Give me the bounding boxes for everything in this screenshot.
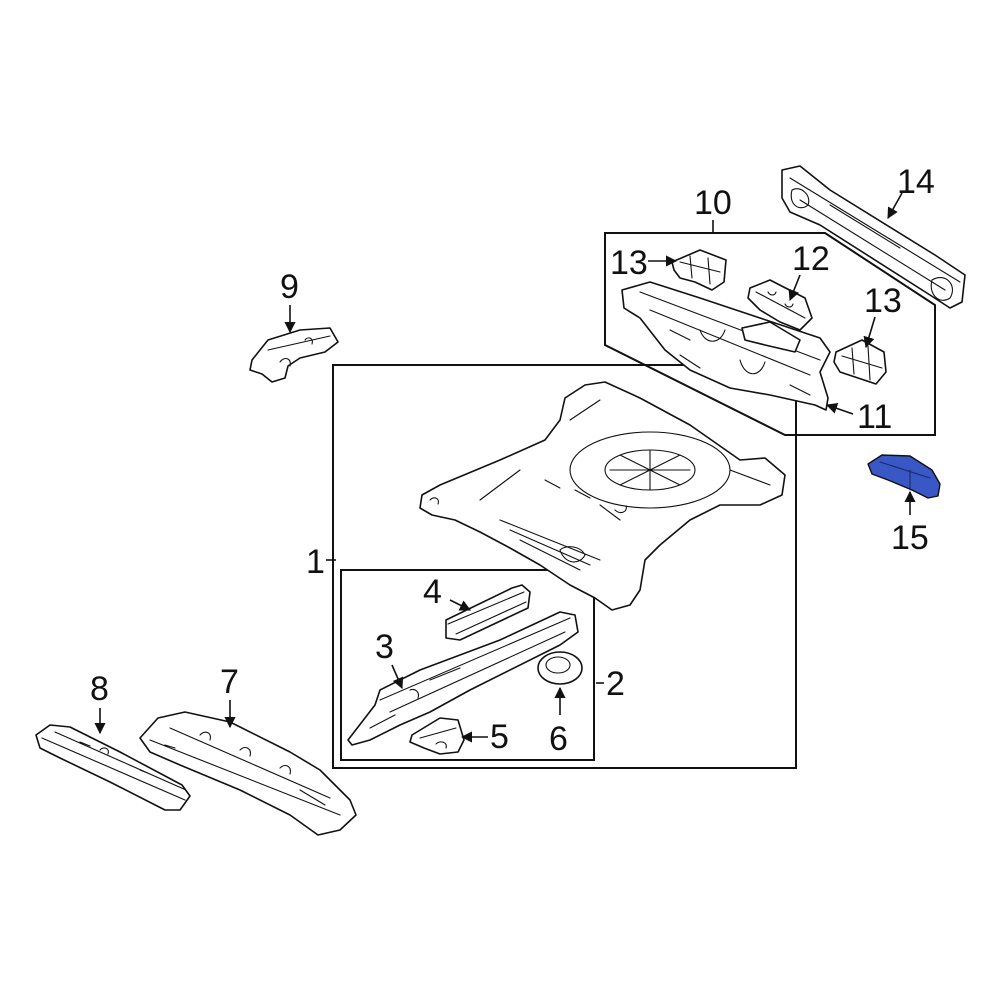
part-15-bracket-highlighted[interactable]	[867, 454, 941, 499]
leader-14	[887, 192, 903, 219]
callout-13-left[interactable]: 13	[610, 244, 648, 282]
part-11-rear-panel[interactable]	[621, 281, 831, 411]
group-box-1	[332, 364, 797, 769]
callout-8[interactable]: 8	[90, 670, 109, 708]
group-box-2	[340, 569, 595, 761]
leader-13b	[863, 316, 876, 349]
part-9-bracket[interactable]	[249, 327, 339, 383]
callout-4[interactable]: 4	[423, 573, 442, 611]
part-12-bracket[interactable]	[747, 279, 813, 331]
leader-3	[391, 664, 404, 690]
callout-1[interactable]: 1	[306, 543, 325, 581]
part-13-bracket-right[interactable]	[833, 339, 887, 385]
callout-10[interactable]: 10	[694, 184, 732, 222]
part-6-bushing[interactable]	[537, 651, 583, 685]
callout-2[interactable]: 2	[606, 665, 625, 703]
callout-13-right[interactable]: 13	[864, 282, 902, 320]
part-5-bracket[interactable]	[409, 717, 465, 755]
callout-11[interactable]: 11	[857, 398, 892, 436]
leader-11	[825, 403, 854, 415]
leader-4	[449, 599, 472, 611]
part-8-rail[interactable]	[35, 724, 191, 811]
callout-14[interactable]: 14	[897, 163, 935, 201]
part-4-reinforcement[interactable]	[445, 584, 531, 641]
group-box-10	[604, 232, 936, 436]
callout-3[interactable]: 3	[375, 628, 394, 666]
leader-12	[788, 274, 801, 302]
callout-6[interactable]: 6	[549, 720, 568, 758]
part-7-floor-side-member[interactable]	[139, 711, 357, 836]
part-13-bracket-left[interactable]	[671, 249, 727, 291]
part-14-rear-crossmember[interactable]	[781, 165, 966, 309]
callout-9[interactable]: 9	[280, 268, 299, 306]
part-1-rear-floor-pan[interactable]	[419, 381, 786, 611]
callout-12[interactable]: 12	[792, 240, 830, 278]
callout-5[interactable]: 5	[490, 718, 509, 756]
callout-15[interactable]: 15	[891, 519, 929, 557]
callout-7[interactable]: 7	[220, 663, 239, 701]
